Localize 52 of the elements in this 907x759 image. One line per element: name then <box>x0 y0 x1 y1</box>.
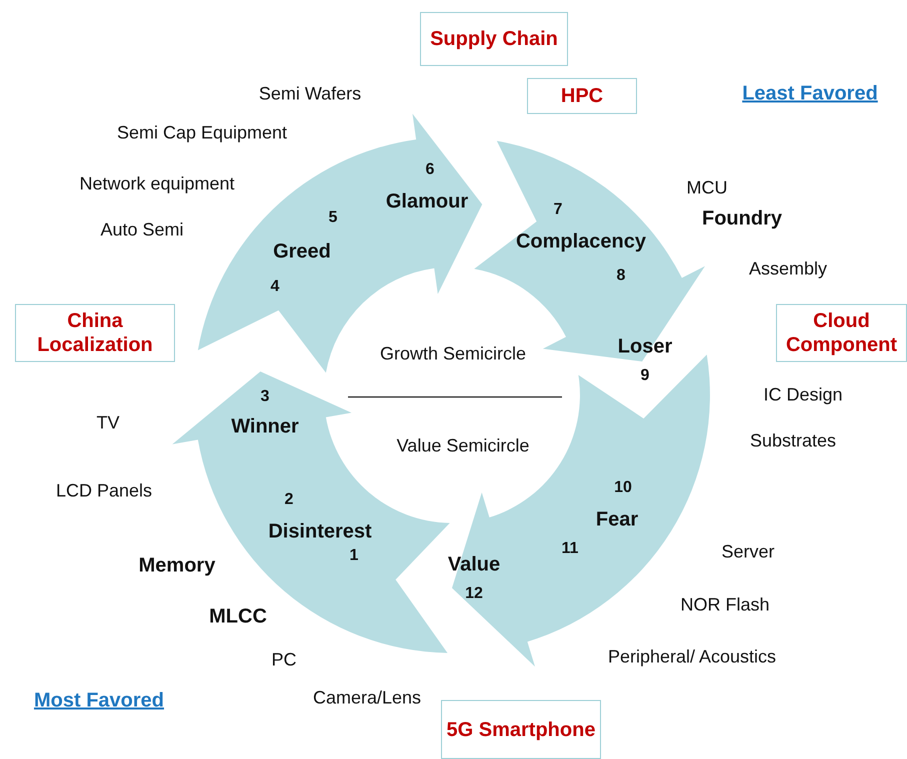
sector-label: Semi Wafers <box>258 84 362 104</box>
stage-number: 7 <box>554 201 562 219</box>
sector-label: Foundry <box>702 208 782 230</box>
sector-label: Server <box>722 542 774 562</box>
stage-number: 9 <box>640 367 650 385</box>
category-box <box>527 78 637 114</box>
sector-label: LCD Panels <box>56 480 152 502</box>
sector-label: MLCC <box>209 606 267 628</box>
favor-heading: Most Favored <box>34 690 164 712</box>
sector-label: TV <box>96 412 120 434</box>
stage-number: 10 <box>614 479 632 497</box>
stage-name: Loser <box>618 336 672 358</box>
semicircle-label: Value Semicircle <box>396 436 530 456</box>
stage-number: 3 <box>260 388 270 406</box>
stage-name: Value <box>448 554 500 576</box>
stage-name: Winner <box>231 416 299 438</box>
stage-number: 6 <box>426 161 434 179</box>
sector-label: Memory <box>138 554 216 578</box>
stage-number: 2 <box>284 491 294 509</box>
sector-label: MCU <box>686 178 728 198</box>
stage-name: Greed <box>273 240 331 264</box>
stage-number: 11 <box>562 540 578 558</box>
sector-label: Assembly <box>748 258 828 280</box>
category-box <box>15 304 175 362</box>
sector-label: Auto Semi <box>100 220 184 240</box>
stage-name: Disinterest <box>268 520 372 544</box>
stage-number: 5 <box>328 209 338 227</box>
sector-label: NOR Flash <box>680 594 770 616</box>
category-box <box>420 12 568 66</box>
sector-label: Substrates <box>750 430 836 452</box>
category-label: China Localization <box>36 309 154 357</box>
category-box <box>776 304 907 362</box>
sector-label: PC <box>272 650 296 670</box>
stage-number: 12 <box>465 585 483 603</box>
stage-name: Complacency <box>516 230 646 254</box>
semicircle-label: Growth Semicircle <box>380 344 526 364</box>
category-label: 5G Smartphone <box>446 718 596 742</box>
sector-label: Camera/Lens <box>312 688 422 708</box>
sector-label: Network equipment <box>79 174 235 194</box>
sector-label: Semi Cap Equipment <box>116 122 288 144</box>
stage-name: Glamour <box>386 190 468 214</box>
category-label: Supply Chain <box>430 27 558 51</box>
stage-number: 4 <box>270 278 280 296</box>
stage-number: 1 <box>350 547 358 565</box>
category-label: HPC <box>560 84 604 108</box>
favor-heading: Least Favored <box>742 82 878 106</box>
category-label: Cloud Component <box>784 309 898 357</box>
stage-number: 8 <box>616 267 626 285</box>
stage-name: Fear <box>596 508 638 532</box>
category-box <box>441 700 601 759</box>
sector-label: Peripheral/ Acoustics <box>608 646 776 668</box>
sector-label: IC Design <box>763 384 843 406</box>
